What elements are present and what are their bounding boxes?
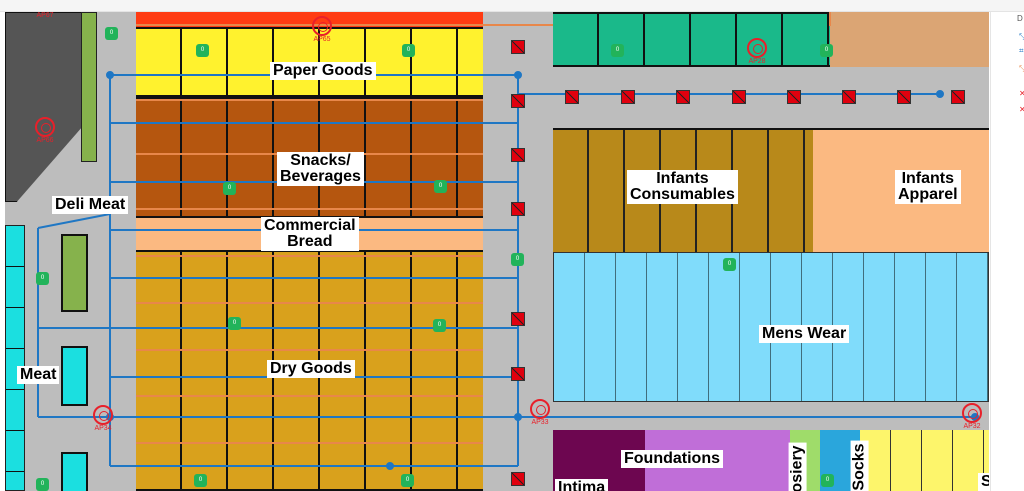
label-foundations: Foundations (621, 450, 723, 468)
route-overlay (37, 12, 979, 470)
fixture-marker[interactable] (621, 90, 635, 104)
label-socks: Socks (850, 440, 869, 491)
access-point-ap65[interactable]: AP65 (307, 16, 337, 43)
zone-cyan-meat-wall (5, 225, 25, 491)
label-hosiery: osiery (788, 442, 807, 491)
count-badge[interactable]: 0 (194, 474, 207, 487)
fixture-marker[interactable] (511, 367, 525, 381)
zone-dry-goods (136, 250, 483, 491)
access-point-ap67[interactable]: AP67 (36, 12, 54, 19)
access-point-ap34[interactable]: AP34 (88, 405, 118, 432)
count-badge[interactable]: 0 (228, 317, 241, 330)
area-tool-icon[interactable]: ⌗ (1019, 46, 1024, 55)
fixture-marker[interactable] (732, 90, 746, 104)
side-panel: D ⤡ ⌗ ⤡ ✕ ✕ (990, 12, 1024, 491)
zone-teal (553, 12, 830, 67)
access-point-icon (35, 117, 55, 137)
count-badge[interactable]: 0 (821, 474, 834, 487)
zone-yellow-apparel (860, 430, 989, 491)
access-point-icon (530, 399, 550, 419)
fixture-marker[interactable] (511, 312, 525, 326)
fixture-marker[interactable] (897, 90, 911, 104)
access-point-icon (962, 403, 982, 423)
label-s: S (978, 473, 989, 491)
side-panel-header: D (1017, 14, 1023, 23)
meat-case-1 (61, 346, 88, 406)
count-badge[interactable]: 0 (402, 44, 415, 57)
top-bar (0, 0, 1024, 12)
label-paper-goods: Paper Goods (270, 62, 376, 80)
floor-plan-map[interactable]: 0 0 0 0 0 0 0 0 0 0 0 0 0 0 0 0 AP67 AP6… (5, 12, 989, 491)
route-tool-icon[interactable]: ⤡ (1019, 32, 1024, 41)
access-point-icon (312, 16, 332, 36)
count-badge[interactable]: 0 (105, 27, 118, 40)
access-point-icon (747, 38, 767, 58)
fixture-marker[interactable] (511, 472, 525, 486)
fixture-marker[interactable] (511, 148, 525, 162)
meat-case-2 (61, 452, 88, 491)
count-badge[interactable]: 0 (611, 44, 624, 57)
label-intimates: Intima (555, 479, 609, 491)
zone-red-strip (136, 12, 483, 27)
access-point-ap32[interactable]: AP32 (957, 403, 987, 430)
fixture-marker[interactable] (842, 90, 856, 104)
count-badge[interactable]: 0 (820, 44, 833, 57)
fixture-marker[interactable] (787, 90, 801, 104)
zone-paper-goods (136, 27, 483, 97)
count-badge[interactable]: 0 (36, 478, 49, 491)
zone-green-strip (81, 12, 97, 162)
count-badge[interactable]: 0 (223, 182, 236, 195)
label-dry-goods: Dry Goods (267, 360, 355, 378)
count-badge[interactable]: 0 (401, 474, 414, 487)
access-point-ap28[interactable]: AP28 (742, 38, 772, 65)
deli-case (61, 234, 88, 312)
count-badge[interactable]: 0 (196, 44, 209, 57)
count-badge[interactable]: 0 (36, 272, 49, 285)
delete-icon[interactable]: ✕ (1019, 105, 1024, 114)
access-point-ap66[interactable]: AP66 (30, 117, 60, 144)
label-deli-meat: Deli Meat (52, 196, 129, 214)
label-meat: Meat (17, 366, 60, 384)
shelf-route-icon[interactable]: ⤡ (1019, 64, 1024, 73)
access-point-ap33[interactable]: AP33 (525, 399, 555, 426)
fixture-marker[interactable] (511, 40, 525, 54)
fixture-marker[interactable] (511, 202, 525, 216)
label-mens-wear: Mens Wear (759, 325, 850, 343)
delete-icon[interactable]: ✕ (1019, 89, 1024, 98)
count-badge[interactable]: 0 (434, 180, 447, 193)
fixture-marker[interactable] (951, 90, 965, 104)
fixture-marker[interactable] (676, 90, 690, 104)
fixture-marker[interactable] (565, 90, 579, 104)
count-badge[interactable]: 0 (433, 319, 446, 332)
access-point-icon (93, 405, 113, 425)
fixture-marker[interactable] (511, 94, 525, 108)
count-badge[interactable]: 0 (511, 253, 524, 266)
zone-tan (830, 12, 989, 67)
label-snacks: Snacks/Beverages (277, 152, 364, 186)
count-badge[interactable]: 0 (723, 258, 736, 271)
